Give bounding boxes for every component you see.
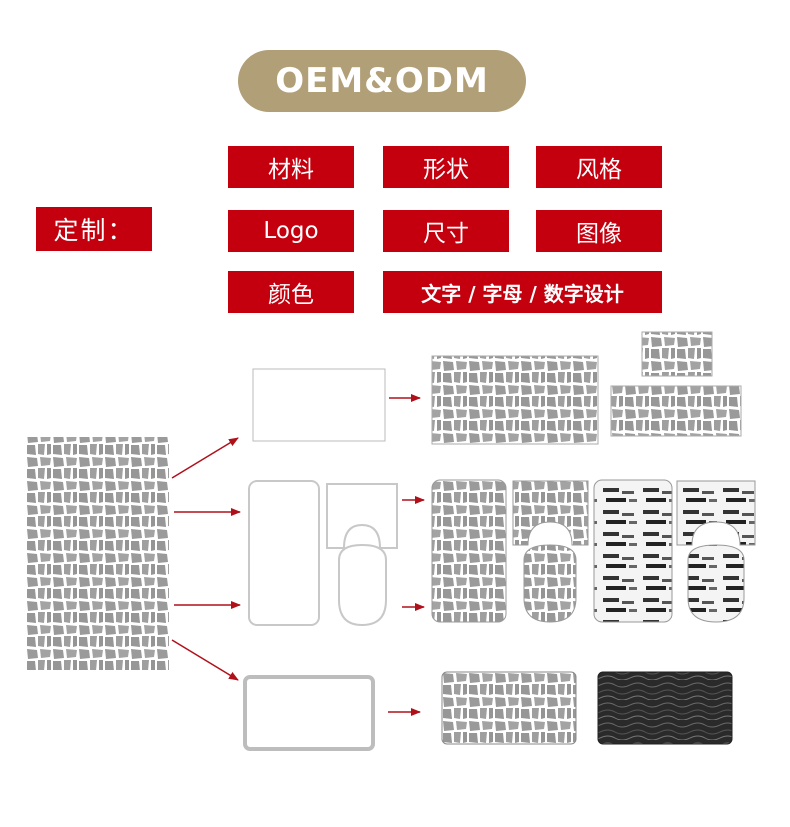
option-shape: 形状 [383, 146, 509, 188]
option-size: 尺寸 [383, 210, 509, 252]
printed-kitchen-mat [441, 671, 577, 745]
dark-kitchen-mat [597, 671, 733, 745]
option-image: 图像 [536, 210, 662, 252]
source-pattern-fabric [26, 437, 169, 670]
option-material: 材料 [228, 146, 354, 188]
blank-bath-mat [248, 480, 320, 626]
printed-contour-mat [512, 480, 589, 546]
blank-rect-mat [252, 368, 386, 442]
blank-lid-cover [338, 543, 387, 627]
option-logo: Logo [228, 210, 354, 252]
blank-kitchen-mat [243, 675, 375, 751]
letters-contour-mat [676, 480, 756, 546]
letters-bath-mat [593, 479, 673, 623]
blank-contour-mat [326, 483, 398, 549]
printed-small-mat [641, 331, 713, 377]
option-color: 颜色 [228, 271, 354, 313]
option-text-design: 文字 / 字母 / 数字设计 [383, 271, 662, 313]
letters-lid-cover [687, 544, 745, 623]
printed-lid-cover [523, 544, 577, 623]
printed-bath-mat [431, 479, 507, 623]
arrow-icon [171, 639, 239, 681]
printed-runner-mat [610, 385, 742, 437]
custom-label: 定制： [36, 207, 152, 251]
printed-rect-mat [431, 355, 599, 445]
arrow-icon [171, 437, 239, 479]
option-style: 风格 [536, 146, 662, 188]
oem-odm-title: OEM&ODM [238, 50, 526, 112]
